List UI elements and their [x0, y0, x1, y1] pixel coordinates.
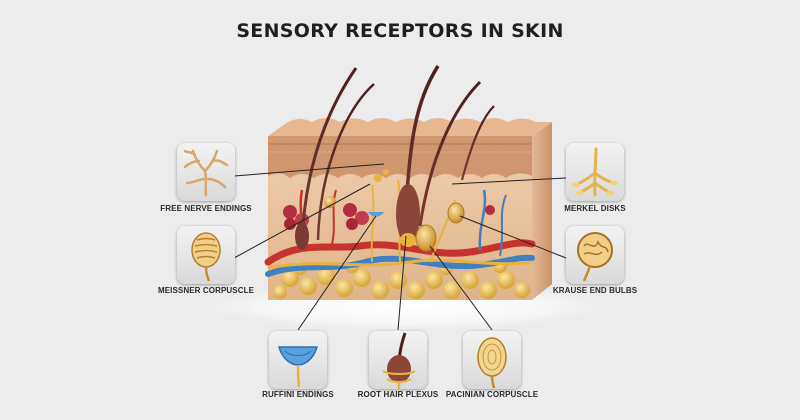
ruffini-in-skin	[368, 212, 384, 217]
hair-shaft	[300, 67, 358, 241]
merkel-disks-tile	[566, 143, 624, 201]
free-nerve-endings-tile	[177, 143, 235, 201]
page-title: SENSORY RECEPTORS IN SKIN	[236, 20, 564, 42]
epidermis-layer	[268, 136, 532, 178]
vein	[265, 254, 535, 277]
pacinian-corpuscle-label: PACINIAN CORPUSCLE	[445, 390, 539, 399]
ruffini-endings-icon	[278, 346, 318, 388]
merkel-disks-label: MERKEL DISKS	[564, 204, 626, 213]
merkel-disks-icon	[572, 147, 618, 197]
krause-in-skin	[447, 202, 465, 224]
pacinian-in-skin	[415, 224, 437, 252]
meissner-corpuscle-tile	[177, 226, 235, 284]
nerve-fiber	[267, 258, 533, 270]
free-nerve-endings-icon	[183, 149, 229, 197]
free-nerve-endings-label: FREE NERVE ENDINGS	[160, 204, 252, 213]
ruffini-endings-label: RUFFINI ENDINGS	[262, 390, 334, 399]
block-side-face	[532, 122, 552, 300]
ruffini-endings-tile	[269, 331, 327, 389]
meissner-corpuscle-label: MEISSNER CORPUSCLE	[157, 286, 255, 295]
krause-end-bulbs-label: KRAUSE END BULBS	[552, 286, 638, 295]
hair-follicle	[295, 222, 309, 250]
krause-end-bulbs-icon	[577, 232, 613, 282]
meissner-corpuscle-icon	[191, 232, 221, 282]
sweat-glands	[283, 203, 495, 230]
root-hair-plexus-label: ROOT HAIR PLEXUS	[357, 390, 439, 399]
pacinian-corpuscle-tile	[463, 331, 521, 389]
leader-lines	[233, 163, 567, 331]
meissner-in-skin	[324, 196, 336, 208]
krause-end-bulbs-tile	[566, 226, 624, 284]
root-hair-plexus-tile	[369, 331, 427, 389]
skin-surface	[268, 118, 552, 136]
root-hair-plexus-icon	[382, 332, 416, 389]
pacinian-corpuscle-icon	[477, 337, 507, 389]
